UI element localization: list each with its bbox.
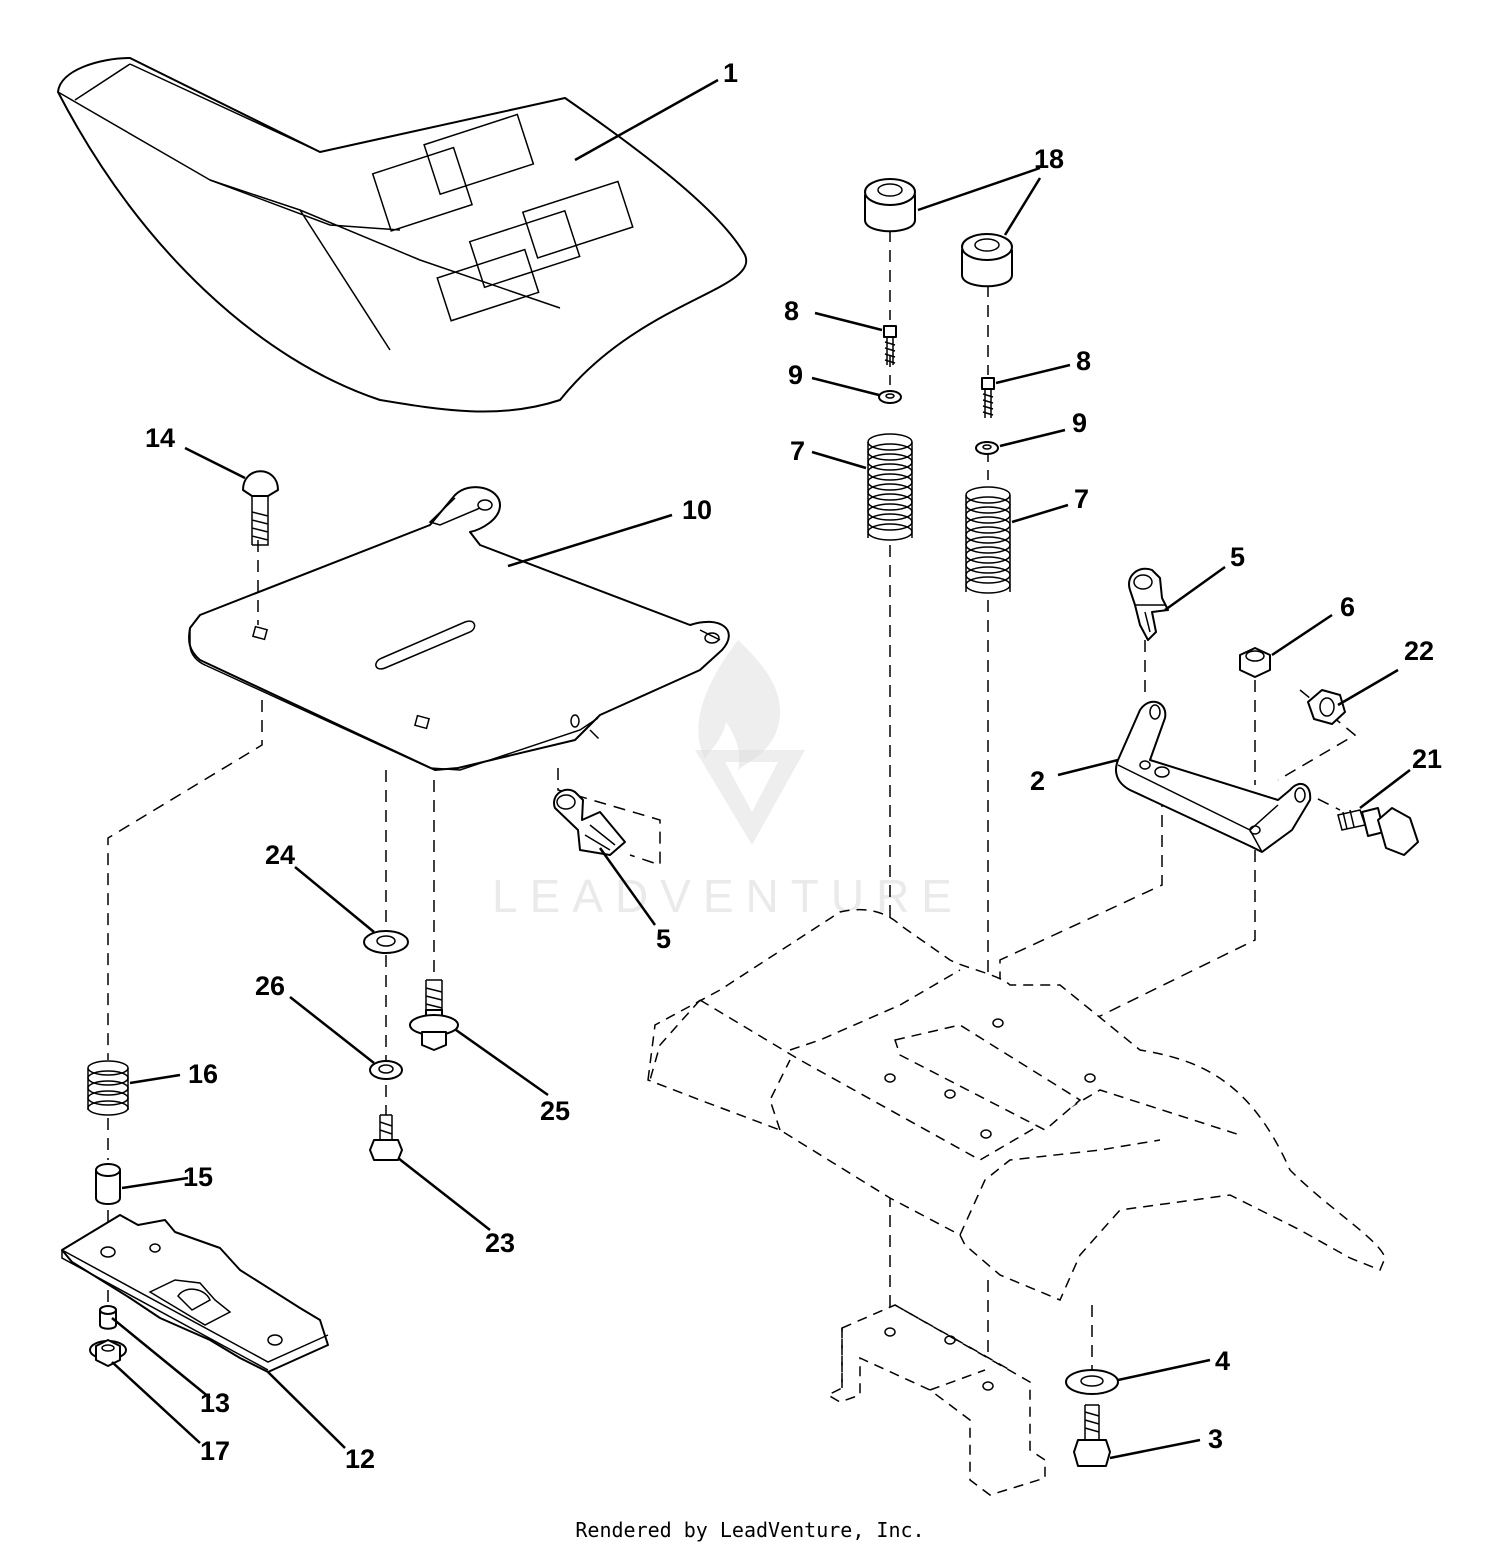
callout-21: 21	[1412, 744, 1442, 774]
watermark-v-icon	[695, 750, 805, 845]
callout-26: 26	[255, 971, 285, 1001]
callout-9-left: 9	[788, 360, 803, 390]
nut-part	[1239, 647, 1271, 678]
shoulder-bolt-part	[1337, 807, 1419, 856]
callout-8-left: 8	[784, 296, 799, 326]
leader-lines	[111, 78, 1411, 1460]
callout-15: 15	[183, 1162, 213, 1192]
callout-23: 23	[485, 1228, 515, 1258]
callout-7-right: 7	[1074, 484, 1089, 514]
coil-spring-part	[87, 1060, 129, 1116]
hex-bolt-part	[369, 1114, 403, 1161]
adjuster-plate-part	[61, 1214, 329, 1373]
frame-washer-part	[1065, 1369, 1119, 1395]
watermark-flame-icon	[698, 640, 781, 770]
callout-14: 14	[145, 423, 175, 453]
callout-13: 13	[200, 1388, 230, 1418]
callout-6: 6	[1340, 592, 1355, 622]
callout-5-upper: 5	[1230, 542, 1245, 572]
callout-16: 16	[188, 1059, 218, 1089]
clip-part	[553, 567, 1169, 856]
washer-part	[878, 390, 999, 455]
bracket-part	[1115, 700, 1312, 853]
shoulder-screw-part	[409, 979, 459, 1051]
lock-washer-part	[369, 1060, 403, 1080]
callout-1: 1	[723, 58, 738, 88]
bumper-part	[864, 178, 1013, 288]
spring-part	[867, 433, 1011, 594]
callout-labels: 1 18 8 8 9 9 7 7 14 10 5 5 6 22 2 21 24 …	[145, 58, 1442, 1474]
callout-9-right: 9	[1072, 408, 1087, 438]
seat-part	[57, 57, 748, 413]
callout-7-left: 7	[790, 436, 805, 466]
callout-8-right: 8	[1076, 346, 1091, 376]
spacer-part	[95, 1163, 121, 1205]
flat-washer-part	[363, 930, 409, 954]
callout-22: 22	[1404, 636, 1434, 666]
flange-nut-part	[89, 1339, 127, 1367]
callout-17: 17	[200, 1436, 230, 1466]
callout-3: 3	[1208, 1424, 1223, 1454]
callout-4: 4	[1215, 1346, 1230, 1376]
frame-ghost	[647, 908, 1386, 1496]
callout-2: 2	[1030, 766, 1045, 796]
callout-12: 12	[345, 1444, 375, 1474]
callout-5-lower: 5	[656, 924, 671, 954]
callout-18: 18	[1034, 144, 1064, 174]
footer-credit: Rendered by LeadVenture, Inc.	[575, 1518, 924, 1542]
callout-24: 24	[265, 840, 295, 870]
seat-pan-part	[188, 486, 730, 771]
watermark-text: LEADVENTURE	[492, 870, 964, 922]
bolt-part	[883, 325, 995, 418]
frame-bolt-part	[1073, 1404, 1111, 1467]
callout-25: 25	[540, 1096, 570, 1126]
callout-10: 10	[682, 495, 712, 525]
bushing-part	[99, 1305, 117, 1330]
side-nut-part	[1307, 689, 1346, 725]
carriage-bolt-part	[242, 470, 279, 546]
